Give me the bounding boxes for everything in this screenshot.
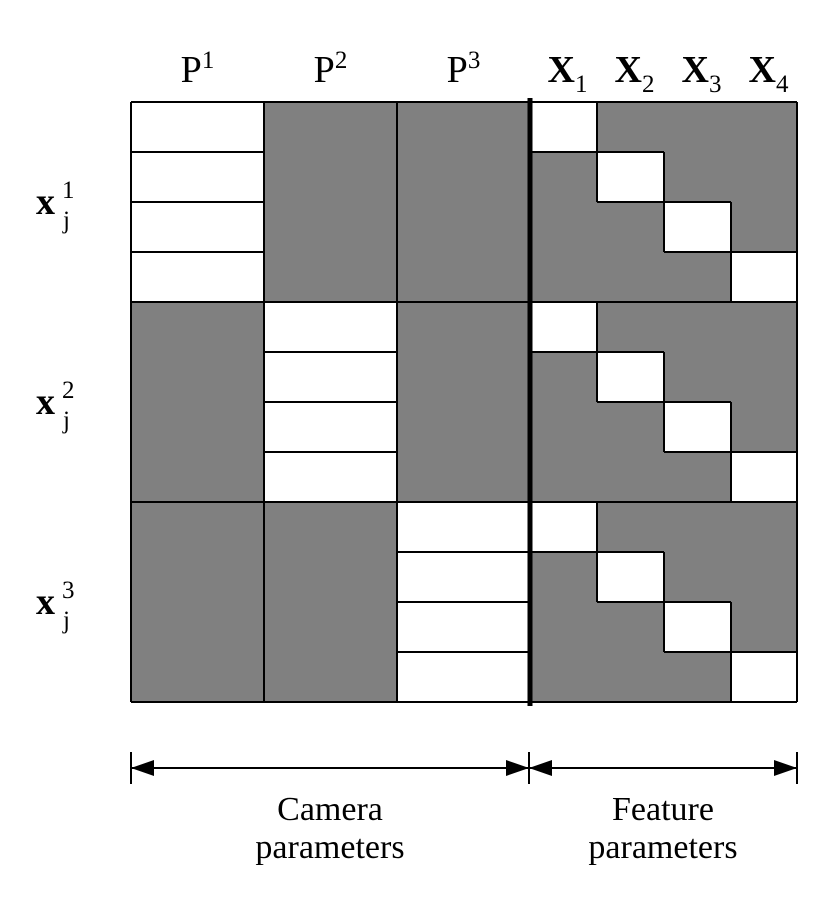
camera-parameters-label-line-1: Camera [277, 791, 383, 828]
column-header-feature-1: X1 [548, 49, 588, 98]
feature-range-arrow [529, 752, 798, 784]
camera-arrowhead-left [131, 760, 154, 776]
feature-block-nonzero [597, 352, 664, 402]
feature-block-nonzero [530, 102, 597, 152]
column-header-camera-2: P2 [314, 47, 348, 91]
svg-text:x: x [36, 181, 55, 223]
feature-block-nonzero [530, 502, 597, 552]
svg-text:x: x [36, 381, 55, 423]
camera-range-arrow [130, 752, 530, 784]
svg-text:j: j [62, 407, 70, 434]
svg-text:1: 1 [62, 177, 75, 204]
feature-block-nonzero [731, 652, 797, 702]
feature-arrowhead-right [774, 760, 797, 776]
svg-text:3: 3 [62, 577, 75, 604]
row-label-3: x 3 j [36, 577, 75, 634]
feature-block-nonzero [664, 602, 731, 652]
feature-block-nonzero [530, 302, 597, 352]
row-label-2: x 2 j [36, 377, 75, 434]
svg-text:j: j [62, 607, 70, 634]
feature-block-nonzero [597, 552, 664, 602]
column-header-camera-1: P1 [181, 47, 215, 91]
feature-block-nonzero [664, 202, 731, 252]
column-header-camera-3: P3 [447, 47, 481, 91]
column-header-feature-4: X4 [749, 49, 789, 98]
feature-arrowhead-left [529, 760, 552, 776]
camera-arrowhead-right [506, 760, 529, 776]
feature-parameters-label-line-1: Feature [612, 791, 714, 828]
feature-parameters-label-line-2: parameters [588, 829, 737, 866]
feature-block-nonzero [597, 152, 664, 202]
svg-text:j: j [62, 207, 70, 234]
column-header-feature-3: X3 [682, 49, 722, 98]
column-header-feature-2: X2 [615, 49, 655, 98]
svg-text:2: 2 [62, 377, 75, 404]
svg-text:x: x [36, 581, 55, 623]
row-label-1: x 1 j [36, 177, 75, 234]
feature-block-nonzero [731, 452, 797, 502]
feature-block-nonzero [664, 402, 731, 452]
matrix-gridlines [130, 98, 798, 706]
camera-parameters-label-line-2: parameters [255, 829, 404, 866]
feature-block-nonzero [731, 252, 797, 302]
